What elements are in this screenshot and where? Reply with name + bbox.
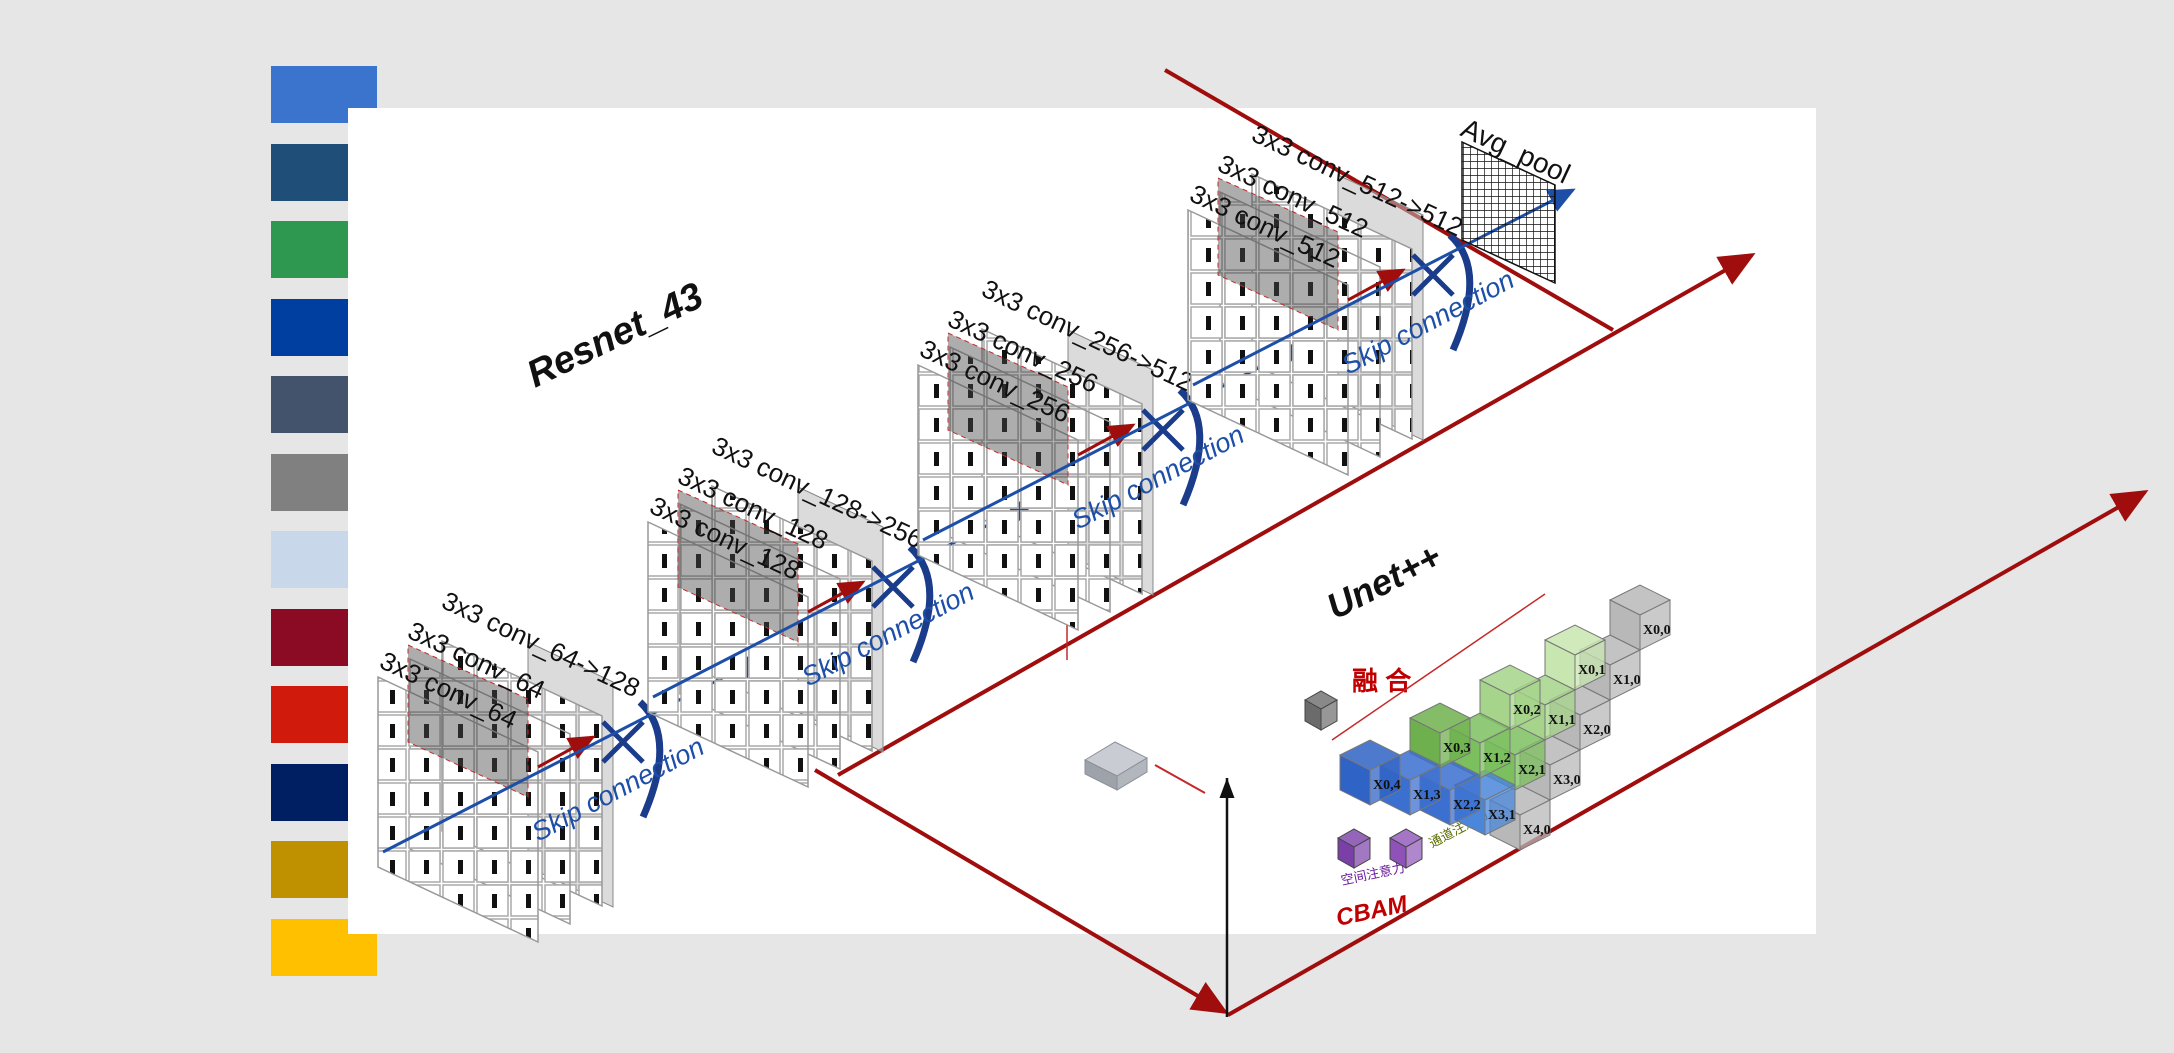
node-label: X0,3 xyxy=(1443,741,1471,756)
multiply-icon xyxy=(601,720,645,764)
unet-node-X0-0: X0,0 xyxy=(1608,584,1672,651)
unet-nodes: X0,0X1,0X2,0X3,0X4,0 X0,1X1,1X2,1X3,1 X0,2… xyxy=(1303,584,1672,869)
cbam-block-3 xyxy=(1388,828,1424,869)
unet-title: Unet++ xyxy=(1320,535,1447,627)
conv-kernel-box xyxy=(677,489,799,643)
node-label: X0,1 xyxy=(1578,663,1606,678)
node-label: X1,1 xyxy=(1548,713,1576,728)
fusion-line xyxy=(1331,593,1546,741)
cbam-label: CBAM xyxy=(1334,890,1411,932)
multiply-icon xyxy=(871,565,915,609)
node-label: X2,0 xyxy=(1583,723,1611,738)
node-label: X0,2 xyxy=(1513,703,1541,718)
unet-node-X0-3: X0,3 xyxy=(1408,702,1472,769)
conv-layer-panel xyxy=(377,675,539,944)
node-label: X0,0 xyxy=(1643,623,1671,638)
forward-arrow xyxy=(807,580,866,614)
node-label: X3,0 xyxy=(1553,773,1581,788)
unet-node-X0-4: X0,4 xyxy=(1338,739,1402,806)
node-label: X1,0 xyxy=(1613,673,1641,688)
node-label: X1,2 xyxy=(1483,751,1511,766)
forward-arrow xyxy=(1077,423,1136,457)
forward-arrow xyxy=(1347,268,1406,302)
node-label: X1,3 xyxy=(1413,788,1441,803)
conv-kernel-box xyxy=(1217,177,1339,331)
cbam-block-1 xyxy=(1303,690,1339,731)
node-label: X4,0 xyxy=(1523,823,1551,838)
conv-layer-panel xyxy=(1187,208,1349,477)
unet-node-X0-1: X0,1 xyxy=(1543,624,1607,691)
node-label: X3,1 xyxy=(1488,808,1516,823)
merge-bracket xyxy=(1447,232,1474,352)
conv-kernel-box xyxy=(947,332,1069,486)
conv-layer-panel xyxy=(917,363,1079,632)
forward-arrow xyxy=(537,735,596,769)
conv-layer-panel xyxy=(647,520,809,789)
resnet-title: Resnet_43 xyxy=(521,275,710,396)
conv-kernel-box xyxy=(407,644,529,798)
node-label: X2,2 xyxy=(1453,798,1481,813)
node-label: X2,1 xyxy=(1518,763,1546,778)
node-label: X0,4 xyxy=(1373,778,1401,793)
input-cube xyxy=(1083,741,1206,794)
unet-diagram: Unet++ 融 合 CBAM 空间注意力 通道注意力 X0,0X1,0X2,0… xyxy=(1303,535,1672,932)
cbam-block-2 xyxy=(1336,828,1372,869)
multiply-icon xyxy=(1141,408,1185,452)
multiply-icon xyxy=(1411,253,1455,297)
